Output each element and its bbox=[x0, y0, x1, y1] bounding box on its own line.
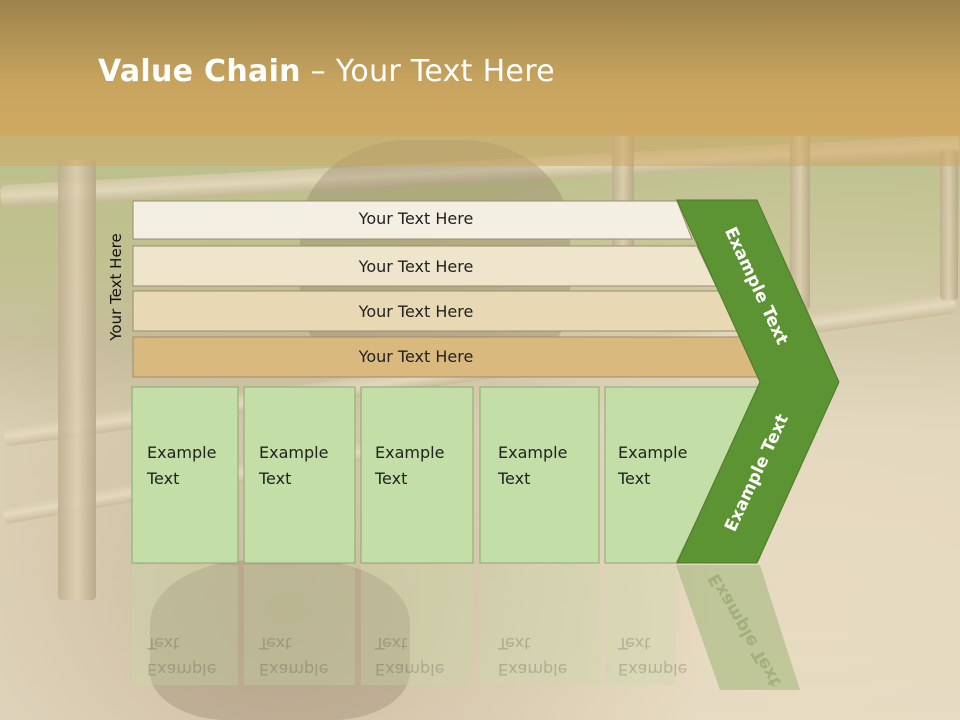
column-1[interactable] bbox=[131, 386, 239, 564]
column-3-line1: Example bbox=[375, 443, 445, 462]
bar-4-label: Your Text Here bbox=[358, 347, 474, 366]
column-reflection bbox=[361, 565, 473, 685]
column-4-line2: Text bbox=[498, 469, 531, 488]
fence-post bbox=[790, 130, 810, 310]
column-reflection bbox=[605, 565, 676, 685]
column-1-reflection-label: Example Text bbox=[147, 630, 216, 682]
column-1-reflection-line2: Text bbox=[147, 634, 180, 653]
bar-3-label: Your Text Here bbox=[358, 302, 474, 321]
bar-2-label: Your Text Here bbox=[358, 257, 474, 276]
column-1-line1: Example bbox=[147, 443, 217, 462]
column-5-reflection-label: Example Text bbox=[618, 630, 687, 682]
column-reflection bbox=[244, 565, 355, 685]
title-rest: – Your Text Here bbox=[300, 54, 555, 89]
column-2-reflection-line2: Text bbox=[259, 634, 292, 653]
column-4-reflection-line1: Example bbox=[498, 660, 568, 679]
arrow-reflection bbox=[676, 565, 800, 690]
column-5[interactable] bbox=[604, 386, 763, 564]
fence-post bbox=[940, 150, 958, 300]
column-4-line1: Example bbox=[498, 443, 568, 462]
column-5-reflection-line2: Text bbox=[618, 634, 651, 653]
header-band bbox=[0, 136, 960, 166]
bar-1-label: Your Text Here bbox=[358, 209, 474, 228]
horse-silhouette bbox=[150, 560, 410, 720]
column-reflection bbox=[132, 565, 238, 685]
column-3-reflection-line2: Text bbox=[375, 634, 408, 653]
column-3-reflection-line1: Example bbox=[375, 660, 445, 679]
column-4-reflection-label: Example Text bbox=[498, 630, 567, 682]
column-5-line2: Text bbox=[618, 469, 651, 488]
column-5-line1: Example bbox=[618, 443, 688, 462]
chevron-arrow[interactable] bbox=[676, 199, 840, 564]
column-4-reflection-line2: Text bbox=[498, 634, 531, 653]
title-bold: Value Chain bbox=[98, 54, 301, 89]
column-2-reflection-label: Example Text bbox=[259, 630, 328, 682]
column-4[interactable] bbox=[479, 386, 600, 564]
column-5-reflection-line1: Example bbox=[618, 660, 688, 679]
column-3[interactable] bbox=[360, 386, 474, 564]
column-2-line2: Text bbox=[259, 469, 292, 488]
column-reflection bbox=[480, 565, 599, 685]
column-2-line1: Example bbox=[259, 443, 329, 462]
column-2[interactable] bbox=[243, 386, 356, 564]
column-1-line2: Text bbox=[147, 469, 180, 488]
column-3-line2: Text bbox=[375, 469, 408, 488]
column-3-reflection-label: Example Text bbox=[375, 630, 444, 682]
reflection-group bbox=[132, 565, 800, 690]
column-1-reflection-line1: Example bbox=[147, 660, 217, 679]
bar-1[interactable] bbox=[132, 200, 693, 240]
title-header bbox=[0, 0, 960, 136]
fence-post bbox=[58, 160, 96, 600]
column-2-reflection-line1: Example bbox=[259, 660, 329, 679]
slide-title: Value Chain – Your Text Here bbox=[98, 54, 555, 89]
